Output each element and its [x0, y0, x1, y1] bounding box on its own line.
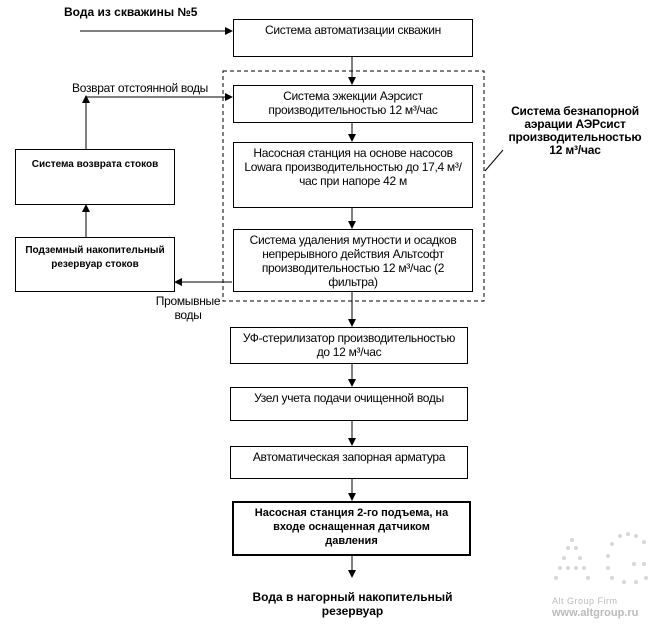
- box-second-lift-pump-station: Насосная станция 2-го подъема, на входе …: [232, 501, 471, 556]
- return-water-label: Возврат отстоянной воды: [72, 81, 208, 95]
- box-shutoff-valves: Автоматическая запорная арматура: [230, 446, 468, 479]
- box-uv-sterilizer: УФ-стерилизатор производительностью до 1…: [230, 327, 468, 364]
- box-underground-tank: Подземный накопительный резервуар стоков: [15, 237, 175, 292]
- aeration-callout-line: [484, 149, 504, 172]
- output-label: Вода в нагорный накопительный резервуар: [252, 590, 453, 618]
- watermark-logo: [554, 532, 648, 584]
- box-ejection-system: Система эжекции Аэрсист производительнос…: [233, 85, 473, 123]
- box-return-system: Система возврата стоков: [15, 149, 175, 205]
- input-label: Вода из скважины №5: [64, 5, 198, 19]
- arrow-return-to-ejection: [85, 93, 233, 149]
- wash-water-label: Промывные воды: [155, 294, 221, 322]
- box-pump-station: Насосная станция на основе насосов Lowar…: [233, 142, 473, 208]
- box-turbidity-removal: Система удаления мутности и осадков непр…: [233, 229, 473, 292]
- box-well-automation: Система автоматизации скважин: [233, 19, 473, 57]
- watermark-url: www.altgroup.ru: [552, 607, 639, 619]
- aeration-group-label: Система безнапорной аэрации АЭРсист прои…: [508, 104, 642, 157]
- box-metering-unit: Узел учета подачи очищенной воды: [230, 387, 468, 421]
- watermark-company: Alt Group Firm: [552, 596, 618, 606]
